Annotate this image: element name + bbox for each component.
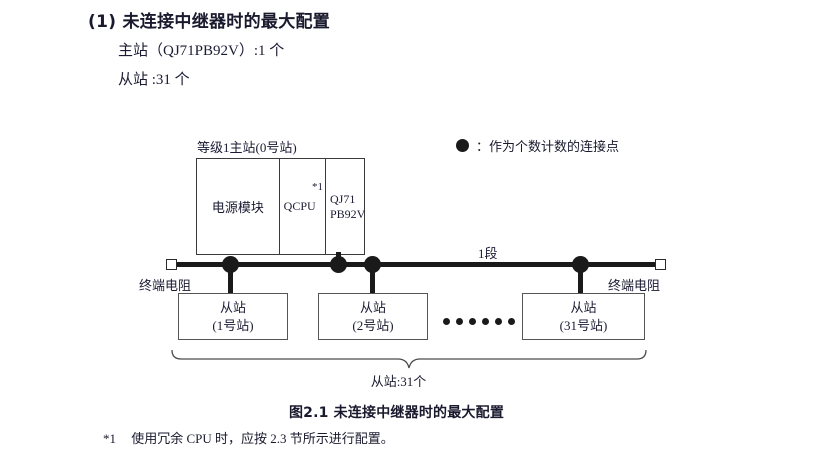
slave-station-box: 从站 (1号站) bbox=[178, 293, 288, 340]
slave-station-number: (2号站) bbox=[352, 317, 394, 333]
filled-circle-icon bbox=[456, 139, 469, 152]
ellipsis-dot bbox=[443, 318, 450, 325]
connection-point-dot bbox=[330, 256, 347, 273]
ellipsis-dot bbox=[495, 318, 502, 325]
rack-module-network-line1: QJ71 bbox=[330, 191, 356, 206]
footnote-marker: *1 bbox=[103, 431, 116, 446]
ellipsis-dots bbox=[443, 318, 515, 325]
segment-label: 1段 bbox=[478, 246, 498, 261]
section-heading: (1) 未连接中继器时的最大配置 bbox=[88, 7, 330, 32]
legend-text: 作为个数计数的连接点 bbox=[489, 139, 620, 154]
slave-drop-line bbox=[370, 264, 375, 294]
terminator-right-label: 终端电阻 bbox=[608, 278, 661, 293]
rack-module-power: 电源模块 bbox=[197, 159, 280, 254]
slave-station-number: (1号站) bbox=[212, 317, 254, 333]
slave-station-number: (31号站) bbox=[559, 317, 608, 333]
section-line-slave: 从站 :31 个 bbox=[118, 72, 190, 88]
slave-station-box: 从站 (2号站) bbox=[318, 293, 428, 340]
slave-count-label: 从站:31个 bbox=[0, 371, 821, 390]
legend-separator: ： bbox=[476, 139, 490, 154]
master-station-label: 等级1主站(0号站) bbox=[197, 140, 297, 155]
section-line-master: 主站（QJ71PB92V）:1 个 bbox=[118, 43, 285, 59]
rack-module-cpu-label: QCPU bbox=[283, 199, 316, 213]
cpu-footnote-marker: *1 bbox=[312, 181, 323, 193]
slave-count-text: 从站:31个 bbox=[370, 374, 427, 389]
ellipsis-dot bbox=[456, 318, 463, 325]
footnote: *1 使用冗余 CPU 时，应按 2.3 节所示进行配置。 bbox=[103, 428, 394, 447]
terminator-left-icon bbox=[166, 259, 177, 270]
slave-drop-line bbox=[578, 264, 583, 294]
section-number: (1) bbox=[88, 12, 117, 32]
slave-drop-line bbox=[228, 264, 233, 294]
ellipsis-dot bbox=[469, 318, 476, 325]
slave-count-brace bbox=[171, 349, 647, 369]
bus-trunk-line bbox=[176, 262, 658, 267]
plc-rack: 电源模块 QCPU *1 QJ71 PB92V bbox=[196, 158, 365, 255]
figure-caption-text: 图2.1 未连接中继器时的最大配置 bbox=[288, 405, 505, 421]
terminator-right-icon bbox=[655, 259, 666, 270]
slave-station-title: 从站 bbox=[570, 299, 597, 315]
legend: ： 作为个数计数的连接点 bbox=[456, 136, 619, 155]
slave-station-box: 从站 (31号站) bbox=[522, 293, 645, 340]
footnote-text: 使用冗余 CPU 时，应按 2.3 节所示进行配置。 bbox=[131, 431, 394, 446]
slave-station-title: 从站 bbox=[219, 299, 246, 315]
slave-station-title: 从站 bbox=[359, 299, 386, 315]
section-title-text: 未连接中继器时的最大配置 bbox=[122, 12, 331, 32]
terminator-left-label: 终端电阻 bbox=[139, 278, 192, 293]
rack-module-network-line2: PB92V bbox=[330, 206, 366, 221]
rack-module-network: QJ71 PB92V bbox=[326, 159, 366, 254]
ellipsis-dot bbox=[482, 318, 489, 325]
ellipsis-dot bbox=[508, 318, 515, 325]
rack-module-cpu: QCPU *1 bbox=[280, 159, 326, 254]
rack-module-power-label: 电源模块 bbox=[211, 200, 264, 215]
figure-caption: 图2.1 未连接中继器时的最大配置 bbox=[0, 402, 821, 422]
